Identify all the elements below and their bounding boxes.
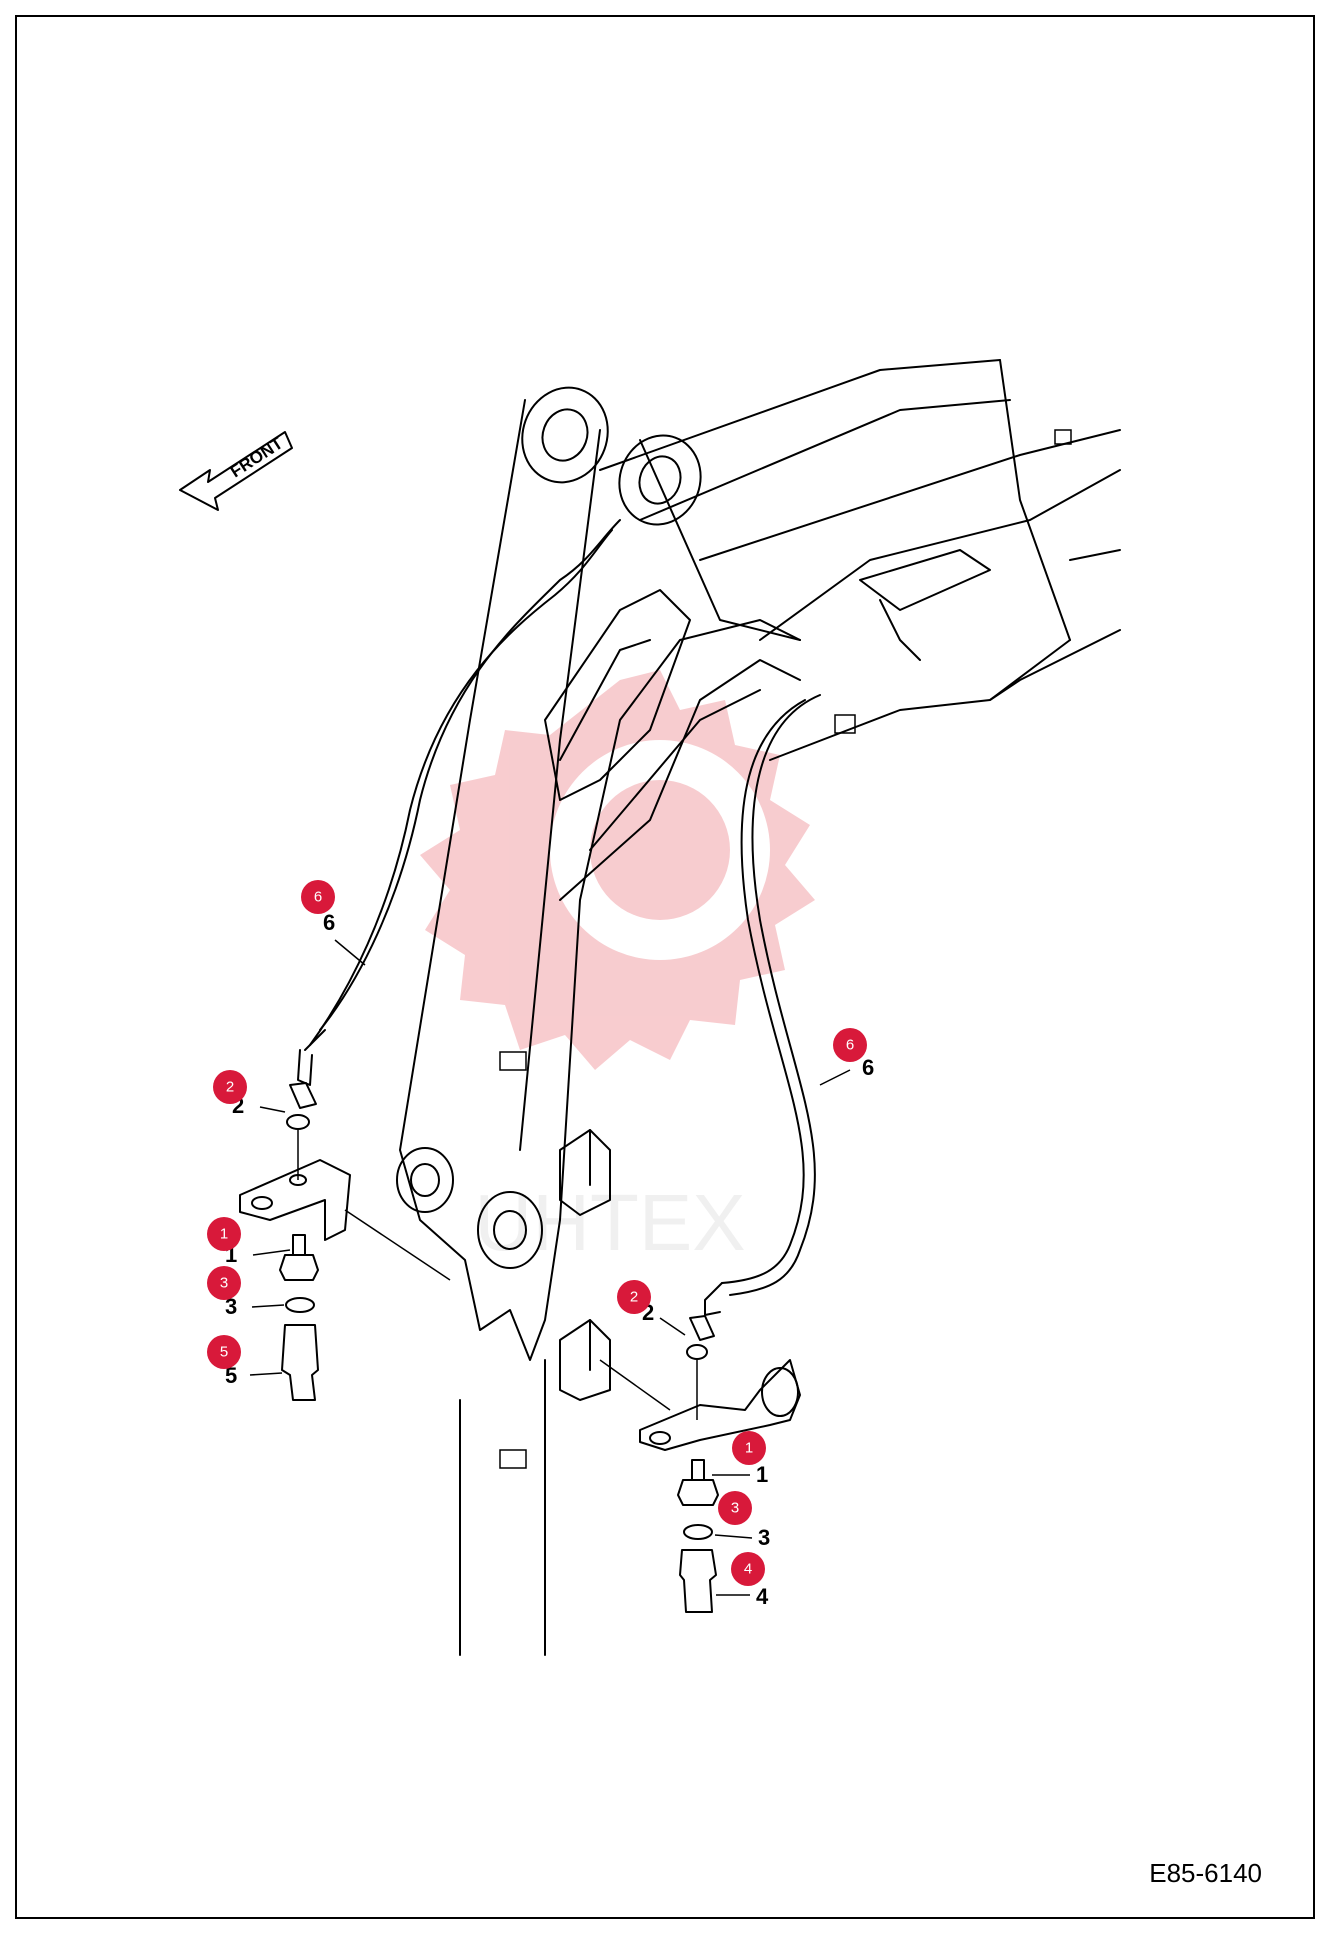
- badge-5-left[interactable]: 5: [207, 1335, 241, 1369]
- badges: 6 2 1 3 5 6 2 1 3 4: [207, 880, 867, 1586]
- fitting-assembly-left: [239, 1082, 451, 1401]
- callout-number-1-right: 1: [756, 1462, 768, 1487]
- svg-text:4: 4: [744, 1561, 752, 1578]
- svg-text:1: 1: [220, 1226, 228, 1243]
- badge-1-right[interactable]: 1: [732, 1431, 766, 1465]
- svg-text:2: 2: [226, 1079, 234, 1096]
- badge-2-left[interactable]: 2: [213, 1070, 247, 1104]
- badge-4-right[interactable]: 4: [731, 1552, 765, 1586]
- badge-1-left[interactable]: 1: [207, 1217, 241, 1251]
- callout-number-6-right: 6: [862, 1055, 874, 1080]
- svg-text:5: 5: [220, 1344, 228, 1361]
- svg-text:3: 3: [731, 1500, 739, 1517]
- badge-2-right[interactable]: 2: [617, 1280, 651, 1314]
- bracket-upper: [559, 1129, 611, 1216]
- front-arrow: FRONT: [179, 431, 293, 511]
- callout-number-3-right: 3: [758, 1525, 770, 1550]
- bracket-lower: [559, 1319, 611, 1401]
- svg-text:6: 6: [846, 1037, 854, 1054]
- hose-right: [704, 694, 821, 1316]
- callout-number-5-left: 5: [225, 1363, 237, 1388]
- watermark-logo: UHTEX: [420, 670, 815, 1267]
- callout-number-6-left: 6: [323, 910, 335, 935]
- callout-number-3-left: 3: [225, 1294, 237, 1319]
- boom: [599, 359, 1121, 761]
- badge-3-right[interactable]: 3: [718, 1491, 752, 1525]
- arm: [396, 386, 801, 1656]
- leader-lines: [249, 939, 851, 1596]
- svg-text:2: 2: [630, 1289, 638, 1306]
- svg-text:3: 3: [220, 1275, 228, 1292]
- svg-text:6: 6: [314, 889, 322, 906]
- fitting-assembly-right: [599, 1315, 801, 1613]
- drawing-frame: [15, 15, 1315, 1919]
- svg-text:1: 1: [745, 1440, 753, 1457]
- callout-number-4-right: 4: [756, 1584, 769, 1609]
- badge-6-right[interactable]: 6: [833, 1028, 867, 1062]
- badge-6-left[interactable]: 6: [301, 880, 335, 914]
- badge-3-left[interactable]: 3: [207, 1266, 241, 1300]
- drawing-code: E85-6140: [1149, 1858, 1262, 1888]
